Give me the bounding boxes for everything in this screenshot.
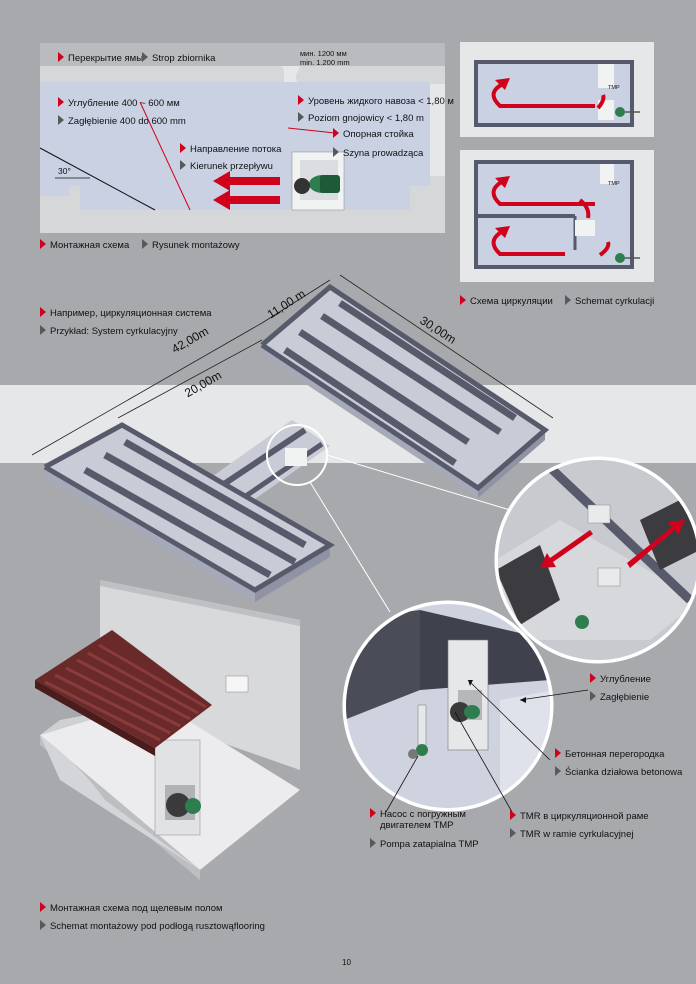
detail-pump-pl: Pompa zatapialna TMP <box>370 838 479 851</box>
gray-marker-icon <box>370 838 376 848</box>
mixer-propeller <box>294 178 310 194</box>
gray-marker-icon <box>555 766 561 776</box>
tank-connector <box>210 420 330 504</box>
red-marker-icon <box>333 128 339 138</box>
red-marker-icon <box>460 295 466 305</box>
gray-marker-icon <box>333 147 339 157</box>
red-marker-icon <box>58 52 64 62</box>
red-marker-icon <box>510 810 516 820</box>
slatted-label-ru: Монтажная схема под щелевым полом <box>40 902 223 915</box>
gray-marker-icon <box>40 325 46 335</box>
slope-line <box>39 147 156 211</box>
red-marker-icon <box>370 808 376 818</box>
red-marker-icon <box>555 748 561 758</box>
dimension-lines <box>31 274 554 456</box>
angle-label: 30° <box>58 166 71 176</box>
flow-label-pl: Kierunek przepływu <box>180 160 273 173</box>
flow-arrow-2 <box>213 190 280 210</box>
gray-marker-icon <box>58 115 64 125</box>
gray-marker-icon <box>142 239 148 249</box>
tank-left <box>45 425 330 590</box>
pump-icon <box>416 744 428 756</box>
red-marker-icon <box>40 307 46 317</box>
detail-depth-pl: Zagłębienie <box>590 691 649 704</box>
gray-marker-icon <box>40 920 46 930</box>
gray-marker-icon <box>565 295 571 305</box>
tank-right <box>262 287 545 488</box>
level-label-ru: Уровень жидкого навоза < 1,80 м <box>298 95 454 108</box>
ceiling-beam <box>40 66 284 82</box>
detail-tmr-pl: TMR w ramie cyrkulacyjnej <box>510 828 634 841</box>
depth-label-pl: Zagłębienie 400 do 600 mm <box>58 115 186 128</box>
pump-icon <box>615 253 625 263</box>
ceiling-slab <box>40 43 445 66</box>
depth-label-ru: Углубление 400 ~ 600 мм <box>58 97 180 110</box>
detail-pump-ru-2: двигателем TMP <box>380 820 454 831</box>
flow-label-ru: Направление потока <box>180 143 281 156</box>
ceiling-label-ru: Перекрытие ямы <box>58 52 143 65</box>
gray-marker-icon <box>510 828 516 838</box>
channel-walls-left <box>83 438 307 579</box>
page-number: 10 <box>342 958 351 967</box>
flow-arrow-left <box>540 530 593 568</box>
mixer-propeller <box>166 793 190 817</box>
support-label-pl: Szyna prowadząca <box>333 147 423 160</box>
example-label-ru: Например, циркуляционная система <box>40 307 212 320</box>
ceiling-beam-right <box>296 66 445 84</box>
detail-pump-ru: Насос с погружным <box>370 808 466 821</box>
red-marker-icon <box>180 143 186 153</box>
level-label-pl: Poziom gnojowicy < 1,80 m <box>298 112 424 125</box>
tmp-label-1: TMP <box>608 85 620 91</box>
gray-marker-icon <box>298 112 304 122</box>
gray-marker-icon <box>180 160 186 170</box>
example-label-pl: Przykład: System cyrkulacyjny <box>40 325 178 338</box>
mixer-motor <box>185 798 201 814</box>
caption-ru: Монтажная схема <box>40 239 129 252</box>
red-marker-icon <box>58 97 64 107</box>
slatted-label-pl: Schemat montażowy pod podłogą rusztowąfl… <box>40 920 265 933</box>
detail-wall-ru: Бетонная перегородка <box>555 748 664 761</box>
mixer-unit <box>587 504 611 524</box>
pump-icon <box>615 107 625 117</box>
channel-walls-right <box>283 300 517 466</box>
flow-arrow-1 <box>213 171 280 191</box>
red-marker-icon <box>40 902 46 912</box>
caption-pl: Rysunek montażowy <box>142 239 240 252</box>
detail-depth-ru: Углубление <box>590 673 651 686</box>
red-marker-icon <box>40 239 46 249</box>
flow-arrow-right <box>627 520 685 568</box>
depth-leader <box>139 101 191 211</box>
ceiling-label-pl: Strop zbiornika <box>142 52 215 65</box>
detail-wall-pl: Ścianka działowa betonowa <box>555 766 682 779</box>
red-marker-icon <box>298 95 304 105</box>
gray-marker-icon <box>590 691 596 701</box>
circulation-caption-ru: Схема циркуляции <box>460 295 553 308</box>
back-wall <box>100 580 300 770</box>
circulation-caption-pl: Schemat cyrkulacji <box>565 295 654 308</box>
tmp-label-2: TMP <box>608 181 620 187</box>
red-marker-icon <box>590 673 596 683</box>
control-box <box>225 675 249 693</box>
pump-icon <box>575 615 589 629</box>
pit-floor <box>40 176 445 233</box>
support-label-ru: Опорная стойка <box>333 128 414 141</box>
detail-tmr-ru: TMR в циркуляционной раме <box>510 810 649 823</box>
gray-marker-icon <box>142 52 148 62</box>
